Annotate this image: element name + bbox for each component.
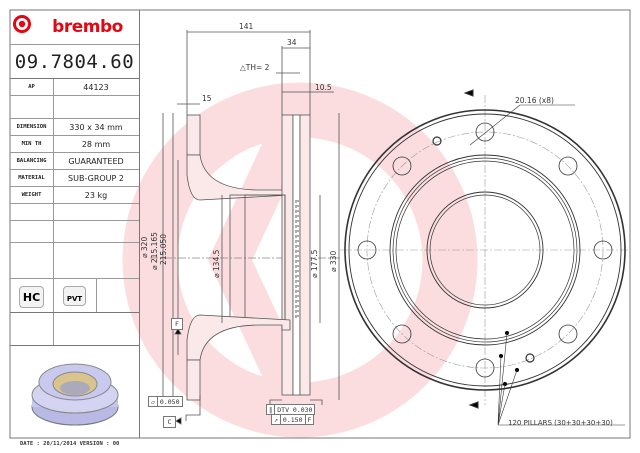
dtv-value: DTV 0.030 bbox=[277, 405, 313, 414]
spec-key: AP bbox=[10, 79, 54, 95]
dim-pilot-max: ⌀ 215.165 bbox=[150, 232, 159, 270]
dim-pilot-min: 215.050 bbox=[159, 233, 168, 265]
spec-row-blank-2 bbox=[10, 221, 139, 243]
spec-row-blank-3 bbox=[10, 243, 139, 279]
spec-value: 23 kg bbox=[84, 190, 108, 200]
brand-name: brembo bbox=[52, 17, 123, 37]
title-block: brembo 09.7804.60 AP 44123 DIMENSION 330… bbox=[10, 10, 140, 438]
dim-diameter-330: ⌀ 330 bbox=[329, 250, 338, 272]
brand-logo: brembo bbox=[10, 10, 139, 45]
spec-row-weight: WEIGHT 23 kg bbox=[10, 187, 139, 204]
spec-value: GUARANTEED bbox=[68, 156, 124, 166]
dim-disc-thickness: 34 bbox=[287, 38, 297, 47]
hc-badge-icon: HC bbox=[19, 286, 44, 308]
dim-pillars: 120 PILLARS (30+30+30+30) bbox=[508, 419, 613, 427]
spec-row-ap: AP 44123 bbox=[10, 79, 139, 96]
pvt-badge-icon: PVT bbox=[63, 286, 86, 306]
spec-row-dimension: DIMENSION 330 x 34 mm bbox=[10, 119, 139, 136]
runout-datum: F bbox=[307, 415, 312, 424]
dim-inner-diameter: ⌀ 177.5 bbox=[310, 249, 319, 278]
runout-tolerance: ↗ 0.150 F bbox=[271, 414, 315, 425]
runout-icon: ↗ bbox=[272, 415, 281, 424]
flatness-tolerance: ▱ 0.050 bbox=[148, 396, 183, 407]
spec-row-balancing: BALANCING GUARANTEED bbox=[10, 153, 139, 170]
spec-key: BALANCING bbox=[10, 153, 54, 169]
spec-key: MIN TH bbox=[10, 136, 54, 152]
spec-key bbox=[10, 96, 54, 118]
datum-f: F bbox=[171, 318, 183, 330]
flatness-icon: ▱ bbox=[149, 397, 158, 406]
dim-outer-diameter: ⌀ 320 bbox=[140, 236, 149, 258]
runout-value: 0.150 bbox=[281, 415, 306, 424]
front-view bbox=[340, 89, 630, 426]
parallelism-icon: ∥ bbox=[267, 405, 276, 414]
spec-key: DIMENSION bbox=[10, 119, 54, 135]
spec-value: 28 mm bbox=[81, 139, 111, 149]
spec-key: WEIGHT bbox=[10, 187, 54, 203]
part-number: 09.7804.60 bbox=[10, 45, 139, 79]
dim-vane-gap: 10.5 bbox=[315, 83, 332, 92]
dim-hub-diameter: ⌀ 134.5 bbox=[212, 249, 221, 278]
spec-value bbox=[53, 96, 139, 118]
footer-date-version: DATE : 20/11/2014 VERSION : 00 bbox=[20, 441, 120, 447]
section-view bbox=[150, 30, 340, 425]
spec-value: 330 x 34 mm bbox=[69, 122, 123, 132]
datum-c: C bbox=[163, 416, 176, 428]
badges-row bbox=[10, 279, 139, 313]
dim-bolt-holes: 20.16 (x8) bbox=[515, 96, 554, 105]
spec-row-blank-1 bbox=[10, 204, 139, 221]
flatness-value: 0.050 bbox=[159, 397, 180, 406]
dim-flange-thickness: 15 bbox=[202, 94, 212, 103]
spec-key: MATERIAL bbox=[10, 170, 54, 186]
dim-delta-th: △TH= 2 bbox=[240, 63, 270, 72]
spec-value: SUB-GROUP 2 bbox=[68, 173, 124, 183]
disc-render-image bbox=[28, 355, 123, 437]
spec-value: 44123 bbox=[83, 82, 109, 92]
spec-row-material: MATERIAL SUB-GROUP 2 bbox=[10, 170, 139, 187]
brembo-logo-icon bbox=[13, 15, 31, 33]
spec-row-empty bbox=[10, 96, 139, 119]
spec-row-blank-4 bbox=[10, 313, 139, 346]
dim-overall-height: 141 bbox=[239, 22, 254, 31]
spec-row-min-th: MIN TH 28 mm bbox=[10, 136, 139, 153]
